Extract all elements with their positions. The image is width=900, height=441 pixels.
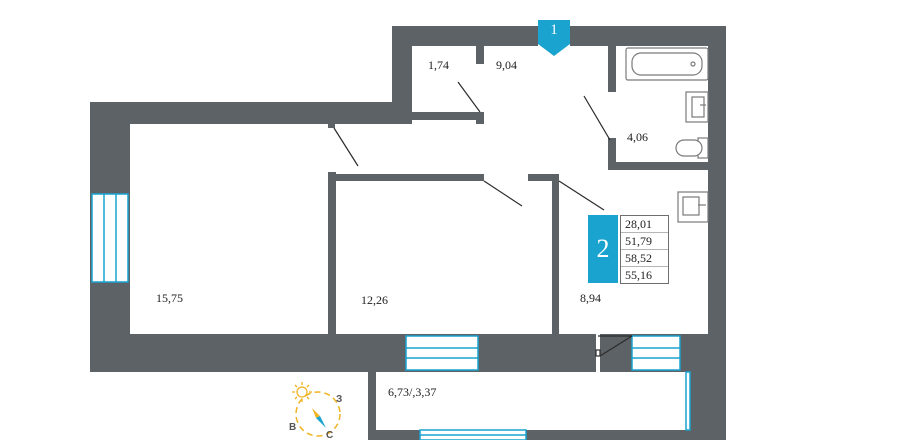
compass-east-label: В (289, 422, 297, 433)
bathroom-door (583, 95, 611, 141)
kitchen-window (631, 335, 681, 371)
kitchen-sink-icon (677, 191, 709, 223)
compass-needle-icon (312, 408, 326, 428)
compass-west-label: З (336, 394, 343, 405)
entrance-number: 1 (550, 22, 558, 38)
hall-area-label: 9,04 (496, 58, 517, 72)
living-room-door (333, 127, 359, 167)
wc-door (457, 81, 481, 113)
bedroom-window (405, 335, 479, 371)
bathroom-area-label: 4,06 (627, 130, 648, 144)
windows (91, 193, 691, 440)
bathtub-icon (625, 47, 709, 81)
summary-reduced-area: 55,16 (625, 268, 652, 282)
washbasin-icon (685, 91, 709, 123)
compass-ring (295, 391, 341, 437)
loggia-door-handle (595, 349, 601, 357)
wc-area-label: 1,74 (428, 58, 449, 72)
living-room-area-label: 15,75 (156, 291, 183, 305)
kitchen-area-label: 8,94 (580, 291, 601, 305)
summary-living-area: 28,01 (621, 216, 668, 233)
summary-total-area-with-loggia: 58,52 (621, 250, 668, 267)
loggia-side-window (685, 371, 691, 431)
compass-icon (292, 382, 341, 437)
bedroom-door (483, 180, 523, 207)
room-count-badge: 2 (588, 215, 618, 283)
doors (333, 81, 633, 357)
bedroom-area-label: 12,26 (361, 293, 388, 307)
compass-north-label: С (326, 430, 334, 441)
toilet-icon (675, 137, 709, 159)
entrance-marker-icon (538, 20, 570, 56)
area-summary-table: 28,01 51,79 58,52 55,16 (620, 215, 669, 284)
fixtures (625, 47, 709, 223)
kitchen-door (558, 180, 605, 211)
summary-total-area: 51,79 (621, 233, 668, 250)
loggia-area-label: 6,73/,3,37 (388, 385, 437, 399)
sun-icon (292, 382, 312, 402)
walls (90, 26, 726, 440)
living-room-window (91, 193, 129, 283)
